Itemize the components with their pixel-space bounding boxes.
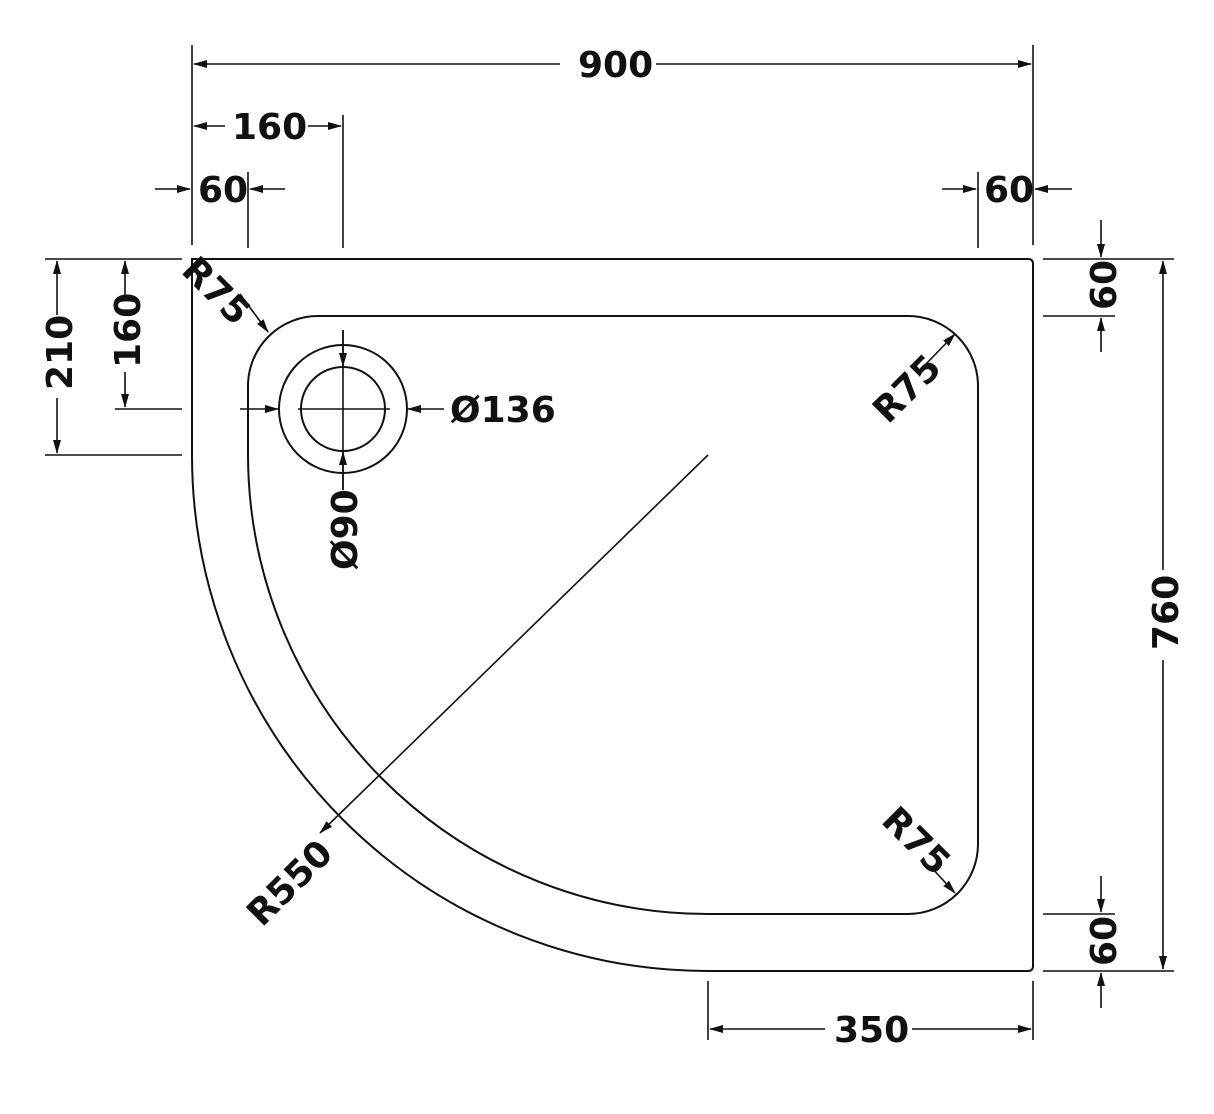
waste-vertical-label: 160 <box>108 293 149 368</box>
outer-offset-label: 210 <box>40 315 81 390</box>
tray-inner-outline <box>247 315 979 915</box>
waste-outer-diameter-label: Ø136 <box>450 390 556 431</box>
left-rim-label: 60 <box>198 170 248 211</box>
waste-inner-diameter-label: Ø90 <box>325 489 366 570</box>
corner-radius-tr-label: R75 <box>865 347 949 431</box>
straight-bottom-label: 350 <box>834 1010 909 1051</box>
overall-width-label: 900 <box>578 45 653 86</box>
corner-radius-tl-label: R75 <box>174 249 258 333</box>
corner-radius-br-label: R75 <box>874 799 958 883</box>
r550-leader <box>319 454 709 834</box>
r75-tl-leader <box>239 293 269 333</box>
right-bottom-rim-label: 60 <box>1084 916 1125 966</box>
curve-radius-label: R550 <box>239 833 341 935</box>
r75-tr-leader <box>924 333 956 366</box>
r75-br-leader <box>929 865 956 894</box>
right-top-rim-label: 60 <box>1084 260 1125 310</box>
right-rim-label: 60 <box>984 170 1034 211</box>
waste-offset-label: 160 <box>232 107 307 148</box>
tray-outer-outline <box>191 258 1034 972</box>
overall-depth-label: 760 <box>1146 575 1187 650</box>
